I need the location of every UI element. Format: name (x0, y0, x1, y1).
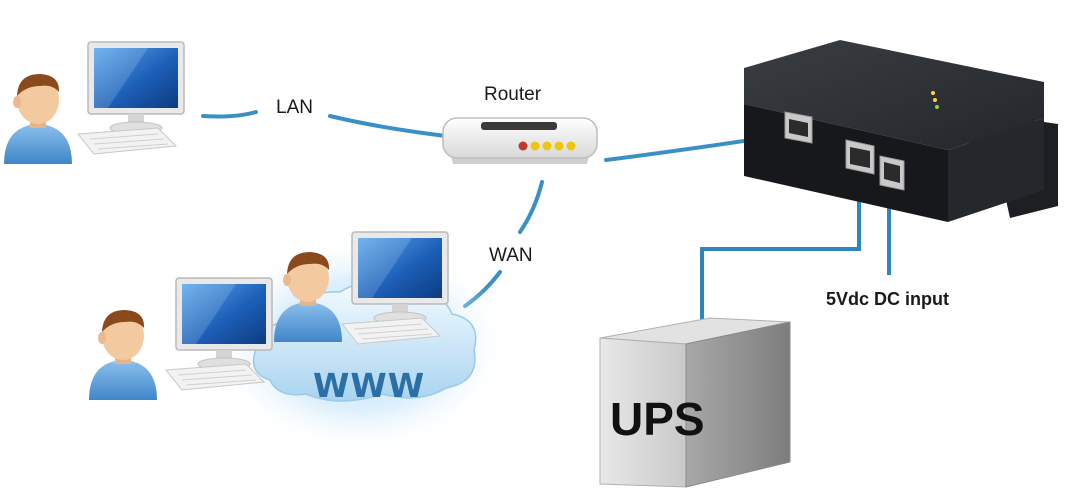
lan-cable-left (201, 110, 258, 119)
user-icon-www-front (89, 310, 157, 400)
router-label: Router (484, 84, 542, 105)
lan-cable-right (328, 114, 448, 138)
ups-label: UPS (610, 393, 705, 445)
device-icon (744, 40, 1058, 222)
dc-input-label: 5Vdc DC input (826, 289, 950, 309)
ups-icon (599, 317, 791, 488)
user-icon-top (4, 74, 72, 164)
computer-icon-top (77, 41, 185, 155)
ups-cable (700, 170, 861, 320)
www-label: WWW (313, 366, 426, 405)
lan-label: LAN (276, 97, 313, 118)
wan-label: WAN (489, 245, 533, 266)
router-icon (442, 117, 598, 164)
wan-cable-upper (518, 180, 544, 234)
